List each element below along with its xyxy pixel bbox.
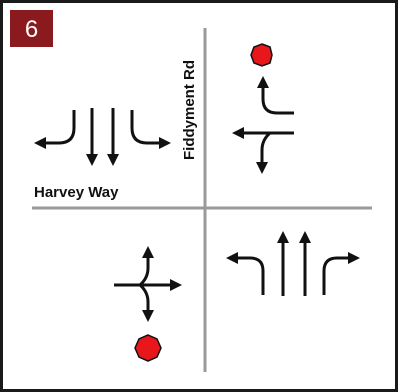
right-turn-arrow <box>138 283 154 322</box>
top-left-lane-arrows <box>34 108 171 166</box>
vertical-street-label: Fiddyment Rd <box>181 60 198 160</box>
bottom-left-lane-arrows <box>114 246 182 322</box>
number-badge: 6 <box>10 10 53 47</box>
right-turn-arrow <box>130 110 171 149</box>
left-turn-arrow <box>34 110 76 149</box>
stop-sign-icon <box>250 43 273 67</box>
number-badge-background <box>10 10 53 47</box>
horizontal-street-label: Harvey Way <box>34 184 119 201</box>
number-badge-text: 6 <box>25 16 38 43</box>
stop-sign-icon <box>134 334 162 362</box>
right-turn-arrow <box>322 252 360 295</box>
left-turn-arrow <box>257 76 294 115</box>
left-turn-arrow <box>138 246 154 287</box>
left-turn-arrow <box>226 252 265 295</box>
right-turn-arrow <box>256 131 272 174</box>
bottom-right-lane-arrows <box>226 231 360 296</box>
top-right-lane-arrows <box>232 76 294 174</box>
